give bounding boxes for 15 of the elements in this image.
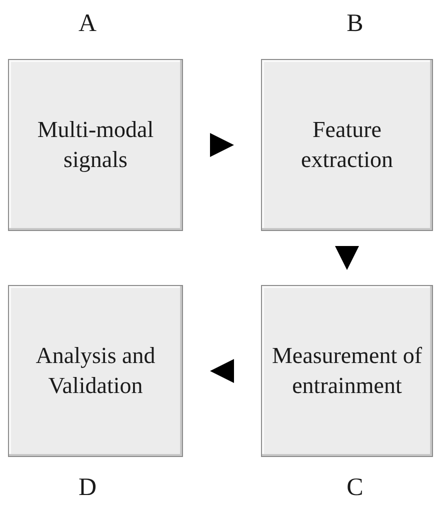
- panel-letter: D: [77, 474, 98, 502]
- panel-letter: B: [346, 10, 364, 38]
- arrow: [210, 133, 234, 157]
- box-label: Feature extraction: [300, 116, 394, 174]
- process-box: [261, 285, 433, 457]
- process-box: [8, 285, 183, 457]
- box-label: Multi-modal signals: [36, 116, 155, 174]
- arrow: [335, 246, 359, 270]
- process-box: [8, 59, 183, 231]
- panel-letter: C: [346, 474, 364, 502]
- box-label: Measurement of entrainment: [270, 342, 424, 400]
- box-label: Analysis and Validation: [34, 342, 156, 400]
- arrow: [210, 359, 234, 383]
- process-box: [261, 59, 433, 231]
- panel-letter: A: [77, 10, 98, 38]
